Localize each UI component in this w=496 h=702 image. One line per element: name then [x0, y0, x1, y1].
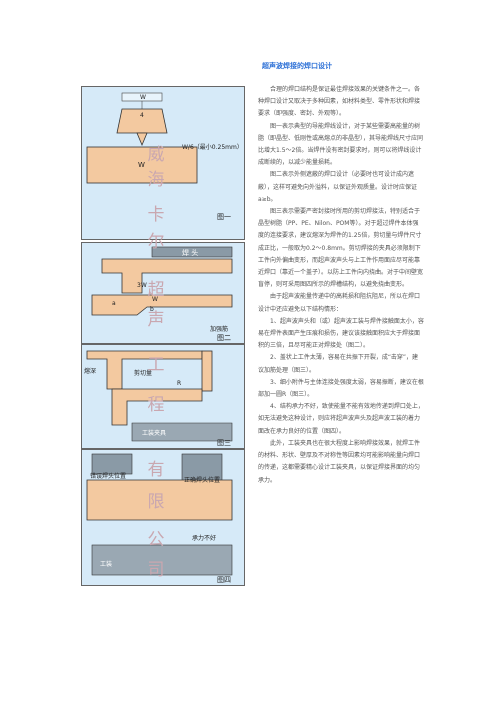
body-text: 合理的焊口结构是保证最佳焊接效果的关键条件之一。各种焊口设计又取决于多种因素，如… — [258, 84, 424, 487]
fig3-radius: R — [177, 380, 181, 387]
fig2-caption: 图二 — [217, 334, 231, 342]
watermark-char: 声 — [147, 310, 165, 330]
paragraph: 1、超声波声头和（或）超声波工装与焊件接触面太小，容易在焊件表面产生压痕和损伤，… — [258, 317, 424, 350]
paragraph: 此外，工装夹具也在很大程度上影响焊接效果，就焊工件的材料、形状、壁厚及不对称性等… — [258, 439, 421, 484]
fig3-shear: 剪切量 — [134, 369, 152, 377]
figure-1: W 4 W W/6（最小0.25mm） 图一 — [81, 86, 245, 240]
watermark-char: 超 — [147, 280, 165, 300]
watermark-char: 海 — [147, 170, 165, 190]
figure-1-drawing: W 4 W W/6（最小0.25mm） 图一 — [82, 87, 244, 239]
fig2-a: a — [112, 300, 116, 307]
document-title: 超声波焊接的焊口设计 — [262, 62, 332, 70]
watermark-char: 公 — [147, 530, 165, 550]
fig4-good: 正确焊头位置 — [184, 476, 220, 484]
fig1-bottom-w: W — [138, 161, 145, 169]
watermark-char: 工 — [147, 355, 165, 375]
paragraph: 4、结构承力不好，致使能量不能有效地传递到焊口处上，如无法避免这种设计，则应将超… — [258, 403, 424, 435]
paragraph: 图一表示典型的导能焊线设计，对于某些需要高能量的树脂（即晶型、低刚性或高熔点的非… — [258, 122, 424, 167]
fig2-3w: 3W — [137, 282, 147, 289]
fig4-fixture: 工装 — [100, 560, 112, 568]
fig2-b: b — [150, 306, 154, 313]
fig2-w: W — [152, 296, 158, 303]
fig3-melt: 熔深 — [84, 367, 96, 375]
figure-2: 焊 头 3W W a b 加强筋 图二 — [81, 242, 245, 344]
fig1-caption: 图一 — [217, 213, 231, 221]
figure-2-drawing: 焊 头 3W W a b 加强筋 图二 — [82, 243, 244, 343]
figure-3: 熔深 剪切量 R 工装夹具 图三 — [81, 344, 245, 449]
figure-3-drawing: 熔深 剪切量 R 工装夹具 图三 — [82, 345, 244, 448]
fig3-caption: 图三 — [217, 439, 231, 447]
fig1-top-w: W — [140, 94, 146, 101]
fig1-top-quarter: 4 — [140, 112, 144, 119]
paragraph: 3、细小附件与主体连接处强度太弱，容易振断，建议在根部加一圆R（图三）。 — [258, 378, 424, 399]
figure-4: 错误焊头位置 正确焊头位置 承力不好 工装 图四 — [81, 449, 245, 586]
paragraph: 由于超声波能量传递中的高耗损和阻抗阻尼，所以在焊口设计中还应避免以下结构情形： — [258, 293, 421, 313]
paragraph: 图三表示需要严密封接时所用的剪切焊接法，特别适合于晶型树脂（PP、PE、Nilo… — [258, 208, 424, 289]
watermark-char: 卡 — [147, 205, 165, 225]
watermark-char: 司 — [147, 560, 165, 580]
watermark-char: 限 — [147, 492, 165, 512]
paragraph: 合理的焊口结构是保证最佳焊接效果的关键条件之一。各种焊口设计又取决于多种因素，如… — [258, 86, 421, 118]
watermark-char: 尔 — [147, 232, 165, 252]
paragraph: 2、盖状上工件太薄，容易在共振下开裂，成“击穿”，建议加筋处理（图三）。 — [258, 354, 419, 374]
fig3-fixture: 工装夹具 — [142, 429, 166, 437]
watermark-char: 有 — [147, 460, 165, 480]
fig2-horn-label: 焊 头 — [182, 248, 198, 257]
figure-4-drawing: 错误焊头位置 正确焊头位置 承力不好 工装 图四 — [82, 450, 244, 585]
paragraph: 图二表示外侧遮蔽的焊口设计（必要时也可设计成内遮蔽），这样可避免向外溢料，以保证… — [258, 171, 418, 203]
watermark-char: 程 — [147, 395, 165, 415]
fig1-dim-label: W/6（最小0.25mm） — [182, 143, 243, 151]
watermark-char: 威 — [147, 145, 165, 165]
fig4-bad: 错误焊头位置 — [90, 472, 126, 480]
fig2-rib: 加强筋 — [210, 325, 228, 333]
fig4-caption: 图四 — [217, 576, 231, 584]
fig4-weak: 承力不好 — [192, 534, 216, 542]
